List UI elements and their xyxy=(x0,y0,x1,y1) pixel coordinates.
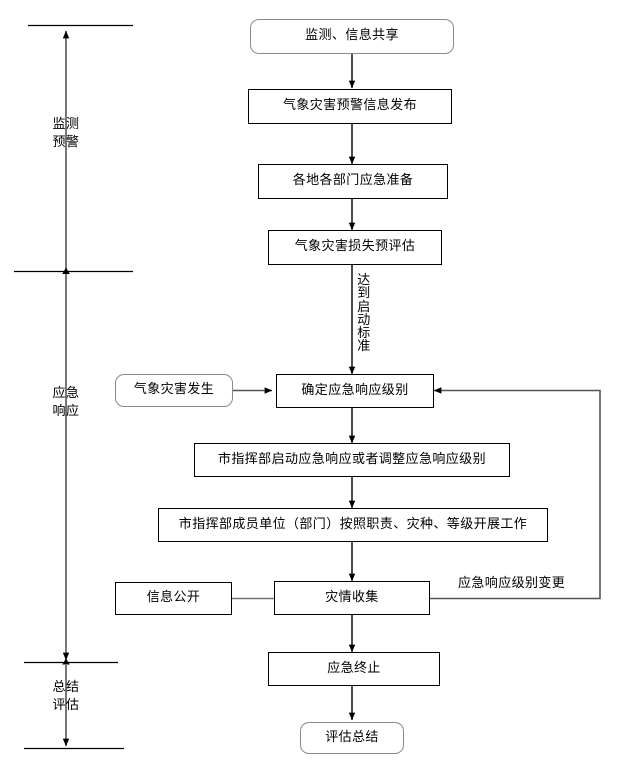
node-evaluation-summary[interactable]: 评估总结 xyxy=(300,722,404,754)
phase-label-summary-evaluation-line1: 总结 xyxy=(52,680,80,695)
phase-label-emergency-response-line2: 响应 xyxy=(52,403,80,419)
node-emergency-termination[interactable]: 应急终止 xyxy=(268,652,440,686)
phase-label-emergency-response-line1: 应急 xyxy=(52,386,80,401)
node-disaster-occurs[interactable]: 气象灾害发生 xyxy=(115,374,233,407)
phase-label-emergency-response: 应急 响应 xyxy=(31,385,101,420)
phase-label-monitor-warning-line2: 预警 xyxy=(52,134,80,150)
node-member-units-work[interactable]: 市指挥部成员单位（部门）按照职责、灾种、等级开展工作 xyxy=(158,508,548,542)
phase-label-monitor-warning: 监测 预警 xyxy=(31,116,101,151)
node-loss-pre-assessment[interactable]: 气象灾害损失预评估 xyxy=(268,230,442,265)
node-city-hq-activate[interactable]: 市指挥部启动应急响应或者调整应急响应级别 xyxy=(194,443,510,477)
phase-label-monitor-warning-line1: 监测 xyxy=(52,117,80,132)
node-emergency-preparation[interactable]: 各地各部门应急准备 xyxy=(258,164,448,199)
edge-label-activation-standard: 达到启动标准 xyxy=(357,273,371,355)
node-warning-release[interactable]: 气象灾害预警信息发布 xyxy=(248,89,452,124)
node-info-disclosure[interactable]: 信息公开 xyxy=(115,582,232,615)
phase-axis xyxy=(14,24,133,750)
phase-label-summary-evaluation-line2: 评估 xyxy=(52,697,80,713)
phase-label-summary-evaluation: 总结 评估 xyxy=(31,679,101,714)
node-monitoring-sharing[interactable]: 监测、信息共享 xyxy=(250,19,454,54)
node-disaster-collection[interactable]: 灾情收集 xyxy=(274,581,430,615)
level-change-feedback-loop xyxy=(430,387,601,600)
edge-label-level-change: 应急响应级别变更 xyxy=(458,576,566,591)
node-determine-level[interactable]: 确定应急响应级别 xyxy=(276,374,434,408)
